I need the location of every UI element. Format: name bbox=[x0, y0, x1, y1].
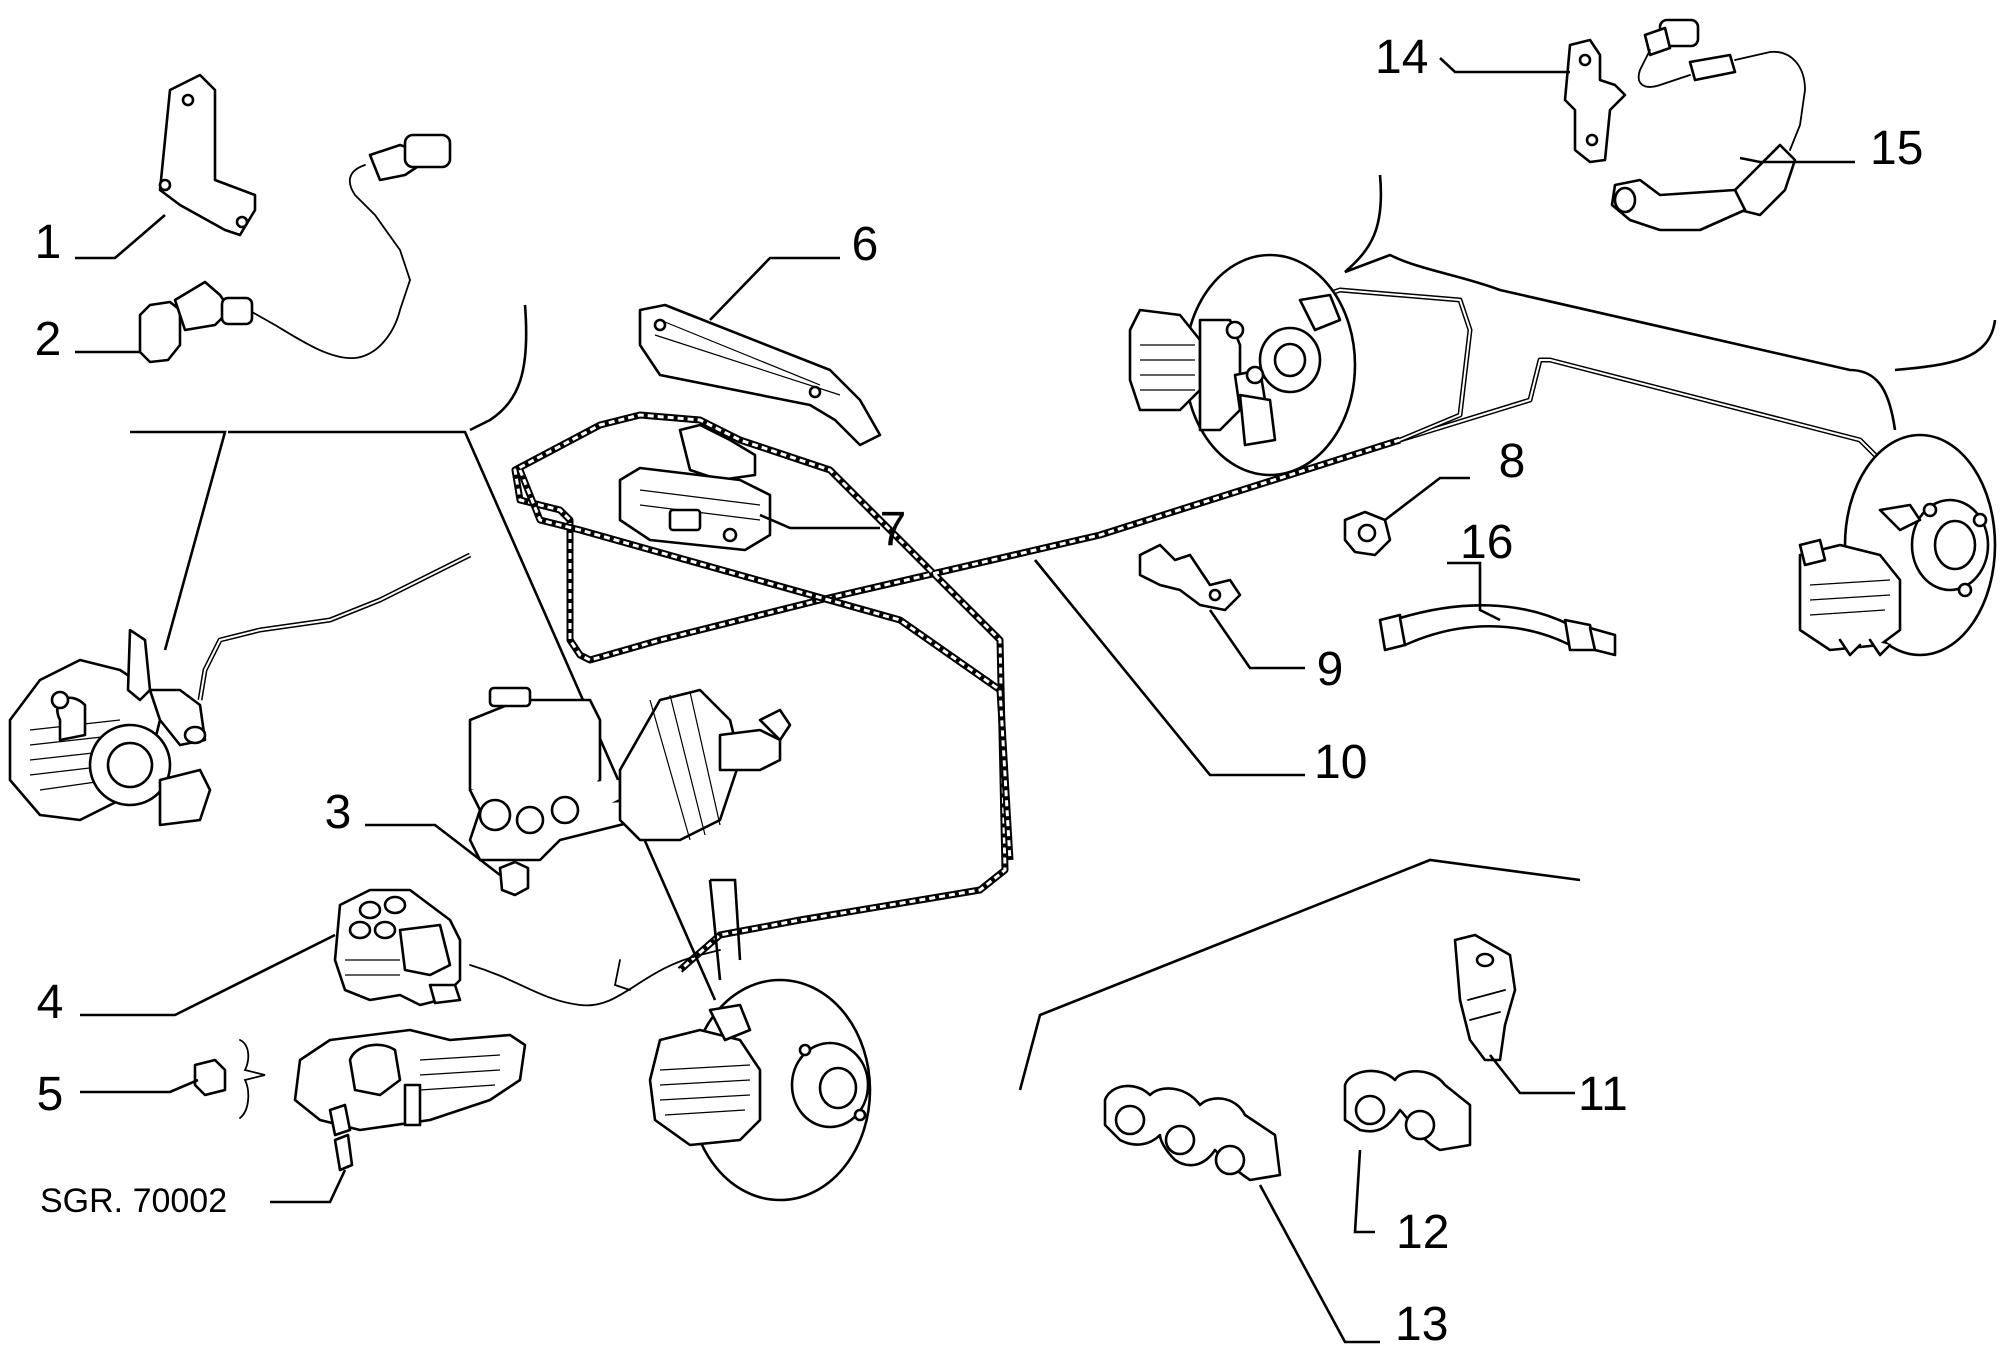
part-13-triple-pipe-clip[interactable] bbox=[1103, 1084, 1282, 1182]
callout-16[interactable]: 16 bbox=[1460, 516, 1513, 569]
callout-11[interactable]: 11 bbox=[1578, 1068, 1628, 1121]
section-lines bbox=[130, 174, 1997, 1091]
part-7-control-unit[interactable] bbox=[618, 423, 772, 552]
brake-pipe-network bbox=[197, 287, 1892, 1007]
part-8-clip[interactable] bbox=[1343, 510, 1392, 557]
part-12-double-pipe-clip[interactable] bbox=[1343, 1069, 1472, 1152]
part-14-sensor-bracket[interactable] bbox=[1563, 38, 1627, 164]
callout-14[interactable]: 14 bbox=[1375, 31, 1428, 84]
callout-5[interactable]: 5 bbox=[37, 1068, 64, 1121]
rear-right-hub-assembly bbox=[1798, 433, 1997, 657]
callout-15[interactable]: 15 bbox=[1870, 122, 1923, 175]
callout-labels: 1 2 3 4 5 6 7 8 9 10 11 12 13 14 15 16 bbox=[35, 31, 1924, 1345]
diagram-reference-code: SGR. 70002 bbox=[40, 1182, 227, 1220]
callout-3[interactable]: 3 bbox=[325, 786, 352, 839]
callout-7[interactable]: 7 bbox=[880, 503, 907, 556]
front-right-hub-assembly bbox=[648, 878, 872, 1202]
callout-8[interactable]: 8 bbox=[1499, 435, 1526, 488]
callout-6[interactable]: 6 bbox=[852, 218, 879, 271]
callout-12[interactable]: 12 bbox=[1396, 1206, 1449, 1259]
part-6-heat-shield[interactable] bbox=[638, 303, 882, 447]
part-2-wheel-speed-sensor[interactable] bbox=[138, 133, 452, 364]
part-4-abs-modulator[interactable] bbox=[333, 888, 462, 1007]
master-cylinder-and-booster bbox=[468, 686, 792, 862]
part-15-rear-wheel-speed-sensor[interactable] bbox=[1610, 18, 1806, 232]
part-16-flexible-hose[interactable] bbox=[1378, 604, 1617, 657]
callout-2[interactable]: 2 bbox=[35, 313, 62, 366]
callout-9[interactable]: 9 bbox=[1317, 643, 1344, 696]
callout-13[interactable]: 13 bbox=[1395, 1298, 1448, 1345]
callout-leaders bbox=[75, 57, 1855, 1344]
callout-4[interactable]: 4 bbox=[37, 976, 64, 1029]
rear-left-hub-assembly bbox=[1128, 253, 1357, 477]
front-left-hub-assembly bbox=[8, 628, 212, 827]
part-5-fuse-and-tray[interactable] bbox=[193, 1028, 527, 1172]
part-3-cap[interactable] bbox=[498, 860, 530, 897]
callout-1[interactable]: 1 bbox=[35, 216, 62, 269]
part-11-retainer-clip[interactable] bbox=[1453, 933, 1517, 1062]
callout-10[interactable]: 10 bbox=[1314, 736, 1367, 789]
part-1-bracket[interactable] bbox=[158, 73, 257, 237]
part-9-clamp[interactable] bbox=[1138, 543, 1242, 612]
